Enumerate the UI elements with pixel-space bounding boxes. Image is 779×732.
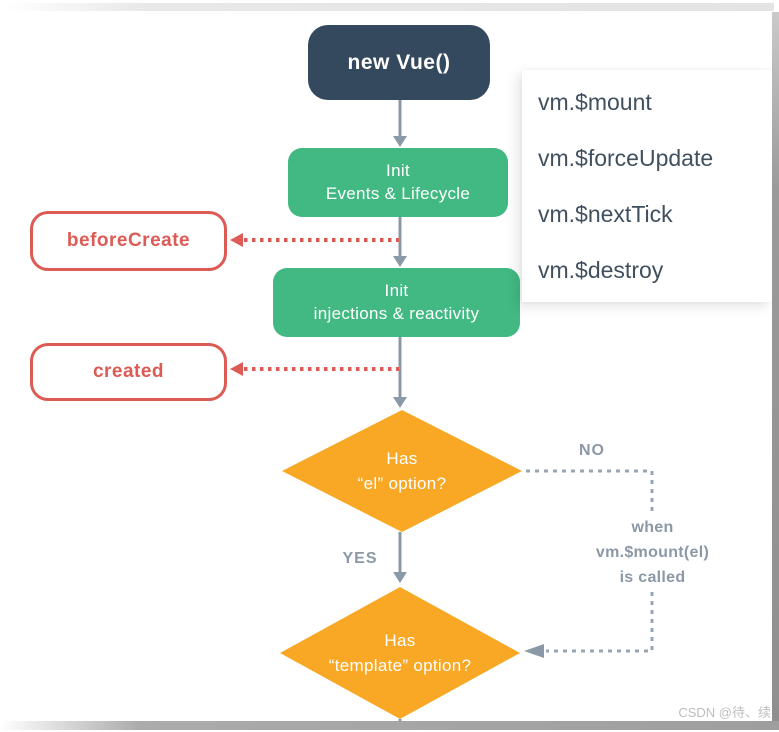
arrowhead-left-icon [230,233,243,247]
when-mount-note: when vm.$mount(el) is called [570,516,735,590]
node-before-create: beforeCreate [30,211,227,271]
arrowhead-down-icon [393,136,407,147]
node-init-events-label: Init Events & Lifecycle [326,160,470,206]
node-init-injections-label: Init injections & reactivity [314,280,480,326]
node-new-vue: new Vue() [308,25,490,100]
when-note-line3: is called [619,568,686,586]
diamond-has-el-line2: “el” option? [357,474,447,493]
arrowhead-left-icon [524,644,544,658]
diamond-has-el-line1: Has [386,448,418,468]
diamond-has-el [282,410,522,532]
dashed-no-path-upper [526,469,654,512]
node-init-events: Init Events & Lifecycle [288,148,508,217]
diamond-has-template-line1: Has [384,630,416,650]
edge-label-yes: YES [342,550,378,567]
panel-item-vm-mount: vm.$mount [538,88,652,115]
edge-label-no: NO [579,442,605,459]
when-note-line2: vm.$mount(el) [595,543,710,561]
diamond-has-template [280,587,520,719]
node-created-label: created [92,361,165,382]
panel-item-vm-nexttick: vm.$nextTick [538,200,673,227]
node-init-events-line2: Events & Lifecycle [325,183,471,203]
csdn-watermark: CSDN @待、续 [678,705,771,720]
arrowhead-down-icon [393,572,407,583]
arrowhead-down-icon [393,397,407,408]
panel-item-vm-destroy: vm.$destroy [538,256,664,283]
node-created: created [30,343,227,401]
window-right-edge [772,12,779,723]
panel-item-vm-forceupdate: vm.$forceUpdate [538,144,714,171]
diamond-has-template-label: Has “template” option? [280,587,520,719]
node-init-events-line1: Init [386,160,410,180]
node-init-injections-line2: injections & reactivity [313,303,480,323]
node-init-injections: Init injections & reactivity [273,268,520,337]
arrowhead-down-icon [393,256,407,267]
when-note-line1: when [631,519,674,536]
node-before-create-label: beforeCreate [66,230,191,251]
node-init-injections-line1: Init [384,280,409,300]
vm-methods-panel: vm.$mount vm.$forceUpdate vm.$nextTick v… [522,70,772,302]
window-bottom-edge [0,721,779,730]
diamond-has-template-line2: “template” option? [328,656,472,675]
window-top-edge [6,3,774,11]
diamond-has-el-label: Has “el” option? [282,410,522,532]
node-new-vue-label: new Vue() [347,50,451,74]
arrowhead-left-icon [230,362,243,376]
dashed-no-path-lower [546,592,654,653]
